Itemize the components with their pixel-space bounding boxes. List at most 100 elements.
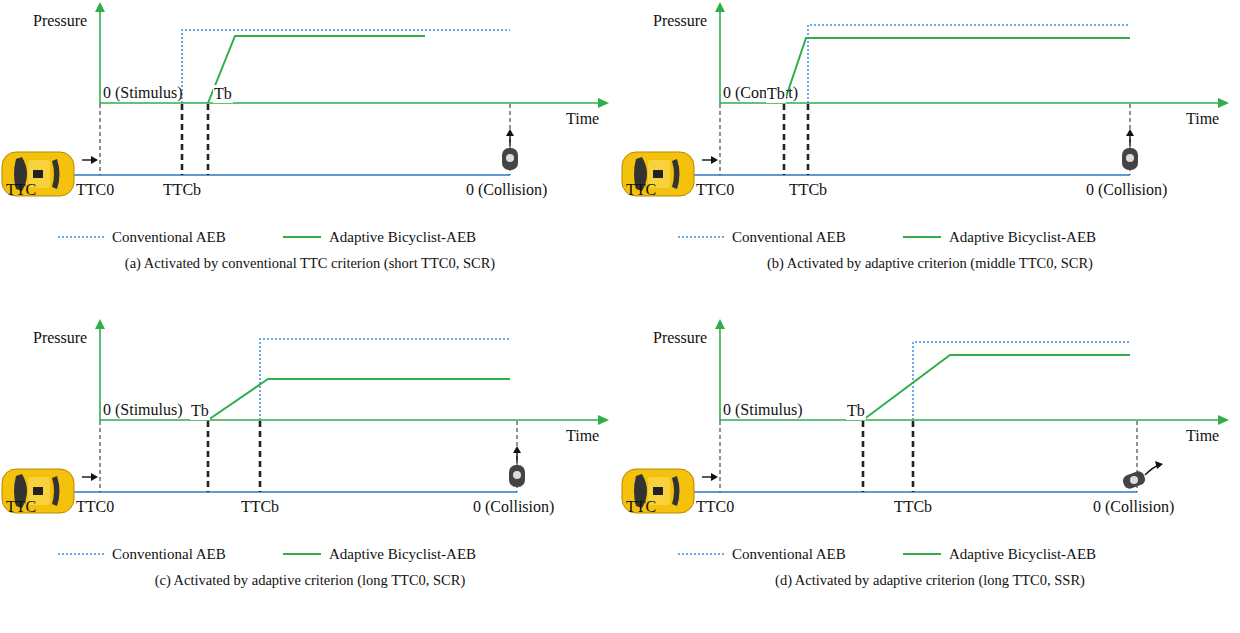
- ttc-axis: [54, 491, 517, 493]
- panel-group: [622, 319, 1229, 554]
- brake-time-label: Tb: [213, 85, 233, 103]
- legend-text: Conventional AEB: [112, 545, 226, 563]
- panel-caption: (c) Activated by adaptive criterion (lon…: [155, 571, 466, 589]
- time-axis: [100, 419, 600, 421]
- axis-label: TTC: [6, 498, 36, 516]
- ttc-axis: [674, 491, 1137, 493]
- motion-arrow: [506, 129, 514, 136]
- ttc-label: TTCb: [894, 498, 932, 516]
- ttc-label: TTCb: [163, 181, 201, 199]
- axis-label: TTC: [626, 498, 656, 516]
- conventional-curve: [182, 30, 510, 103]
- axis-label: Pressure: [653, 329, 707, 347]
- collision-label: 0 (Collision): [473, 498, 554, 516]
- bicyclist-icon: [1122, 129, 1138, 170]
- legend-text: Adaptive Bicyclist-AEB: [949, 228, 1096, 246]
- marker-line: [720, 421, 721, 492]
- bicyclist-icon: [502, 129, 518, 170]
- motion-arrow: [711, 156, 718, 164]
- collision-label: 0 (Collision): [1093, 498, 1174, 516]
- panel-group: [622, 2, 1229, 237]
- helmet: [1126, 154, 1134, 162]
- brake-marker: [783, 104, 786, 175]
- ttc-label: TTC0: [76, 181, 114, 199]
- axis-label: Pressure: [33, 329, 87, 347]
- axis-label: Time: [1186, 427, 1219, 445]
- origin-label: 0 (Stimulus): [723, 401, 803, 419]
- marker-line: [100, 421, 101, 492]
- rider: [1121, 470, 1146, 491]
- marker-line: [720, 104, 721, 175]
- axis-label: Pressure: [653, 12, 707, 30]
- time-axis: [100, 102, 600, 104]
- origin-label: 0 (Conflict): [723, 84, 798, 102]
- ttc-axis: [54, 174, 510, 176]
- brake-marker: [181, 104, 184, 175]
- axis-arrowhead: [95, 319, 105, 329]
- axis-arrowhead: [715, 2, 725, 12]
- axis-arrowhead: [1218, 415, 1229, 425]
- motion-arrow: [91, 473, 98, 481]
- car-window: [672, 476, 680, 506]
- legend-sample: [678, 236, 725, 238]
- rider: [509, 465, 525, 487]
- adaptive-curve: [863, 355, 1130, 420]
- panel-caption: (d) Activated by adaptive criterion (lon…: [775, 571, 1085, 589]
- ttc-label: TTCb: [241, 498, 279, 516]
- legend-sample: [283, 236, 321, 238]
- legend-sample: [58, 553, 105, 555]
- ttc-label: TTCb: [789, 181, 827, 199]
- helmet: [1130, 476, 1138, 484]
- axis-arrowhead: [95, 2, 105, 12]
- panel-caption: (b) Activated by adaptive criterion (mid…: [767, 254, 1093, 272]
- legend-text: Adaptive Bicyclist-AEB: [329, 228, 476, 246]
- ttc-label: TTC0: [76, 498, 114, 516]
- legend-text: Adaptive Bicyclist-AEB: [949, 545, 1096, 563]
- axis-arrowhead: [1218, 98, 1229, 108]
- axis-arrowhead: [598, 415, 609, 425]
- brake-time-label: Tb: [766, 85, 786, 103]
- taxi-sign: [33, 487, 43, 495]
- car-window: [52, 476, 60, 506]
- collision-label: 0 (Collision): [466, 181, 547, 199]
- brake-marker: [207, 421, 210, 492]
- legend-text: Adaptive Bicyclist-AEB: [329, 545, 476, 563]
- legend-text: Conventional AEB: [732, 545, 846, 563]
- legend-text: Conventional AEB: [732, 228, 846, 246]
- origin-label: 0 (Stimulus): [103, 401, 183, 419]
- panel-group: [2, 2, 609, 237]
- brake-marker: [862, 421, 865, 492]
- origin-label: 0 (Stimulus): [103, 84, 183, 102]
- axis-label: Time: [1186, 110, 1219, 128]
- pressure-axis: [99, 327, 101, 421]
- motion-arrow: [1155, 461, 1163, 469]
- axis-label: Time: [566, 427, 599, 445]
- axis-label: TTC: [6, 181, 36, 199]
- legend-text: Conventional AEB: [112, 228, 226, 246]
- car-window: [52, 159, 60, 189]
- adaptive-curve: [208, 379, 510, 420]
- car-window: [672, 159, 680, 189]
- panel-caption: (a) Activated by conventional TTC criter…: [125, 254, 495, 272]
- ttc-axis: [674, 174, 1130, 176]
- pressure-axis: [719, 10, 721, 104]
- brake-time-label: Tb: [190, 402, 210, 420]
- pressure-axis: [99, 10, 101, 104]
- taxi-sign: [653, 487, 663, 495]
- legend-sample: [903, 236, 941, 238]
- helmet: [506, 154, 514, 162]
- bicyclist-icon: [1121, 461, 1163, 490]
- brake-marker: [807, 104, 810, 175]
- legend-sample: [678, 553, 725, 555]
- conventional-curve: [913, 342, 1130, 420]
- ttc-label: TTC0: [696, 498, 734, 516]
- taxi-sign: [653, 170, 663, 178]
- marker-line: [100, 104, 101, 175]
- legend-sample: [58, 236, 105, 238]
- axis-arrowhead: [598, 98, 609, 108]
- brake-marker: [912, 421, 915, 492]
- time-axis: [720, 419, 1220, 421]
- axis-label: TTC: [626, 181, 656, 199]
- motion-arrow: [1126, 129, 1134, 136]
